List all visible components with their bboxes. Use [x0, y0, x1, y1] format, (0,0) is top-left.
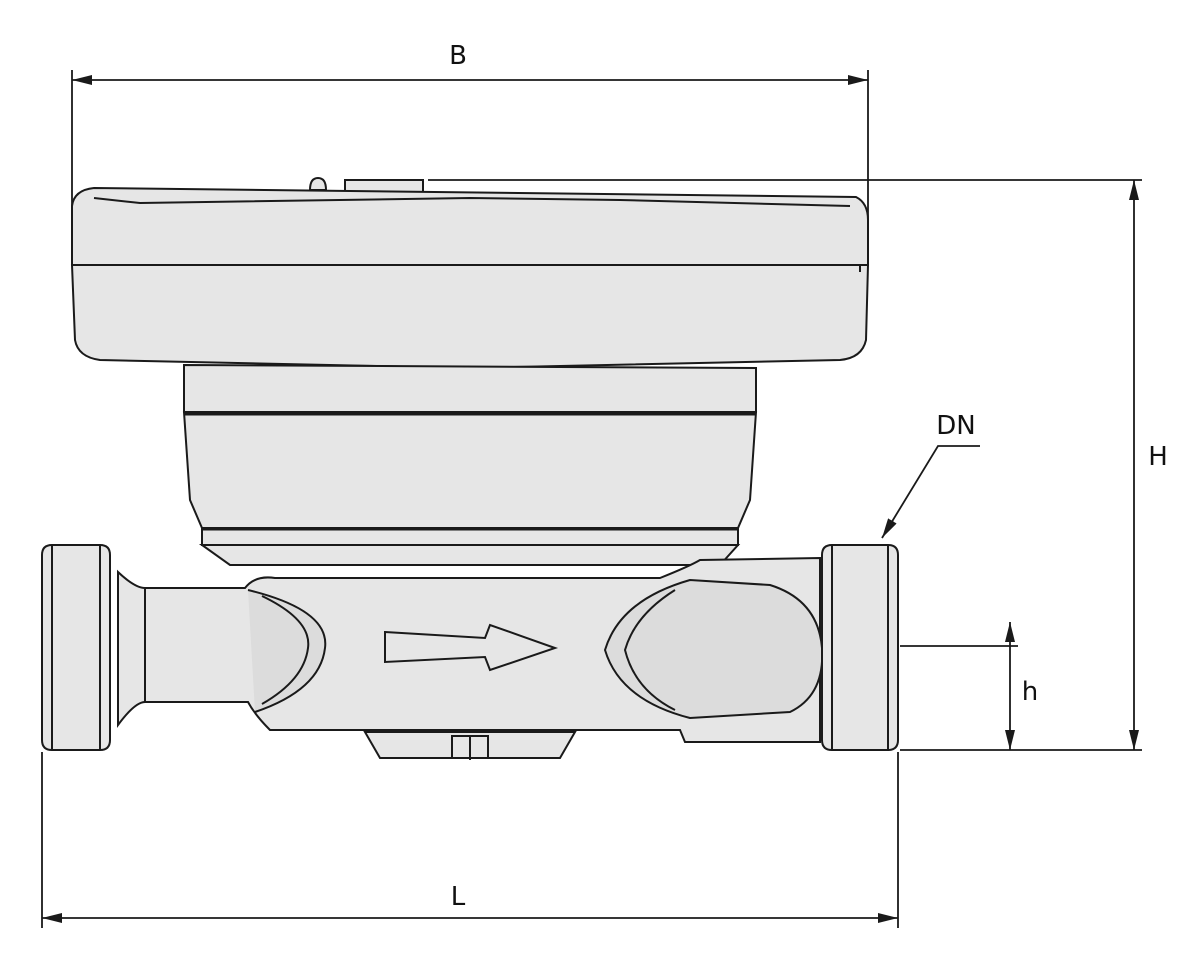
- dimension-l-label: L: [451, 882, 466, 912]
- meter-head: [70, 176, 870, 370]
- dimension-b-label: B: [449, 41, 467, 71]
- dn-leader-line: [881, 445, 980, 539]
- bottom-nut: [363, 731, 577, 760]
- meter-shell: [70, 264, 870, 370]
- outlet-connector: [821, 544, 899, 751]
- top-button: [308, 176, 328, 191]
- outlet-lobe: [603, 578, 824, 720]
- dimension-dn-label: DN: [936, 411, 975, 441]
- meter-neck: [182, 363, 758, 546]
- dimension-h-label: H: [1148, 442, 1168, 472]
- dimension-lines: [41, 70, 1142, 928]
- arrow-right-icon: [384, 623, 559, 672]
- meter-lid: [71, 186, 869, 266]
- inlet-lobe: [247, 589, 327, 713]
- dimension-axis-h-label: h: [1022, 677, 1038, 707]
- inlet-connector: [41, 544, 146, 751]
